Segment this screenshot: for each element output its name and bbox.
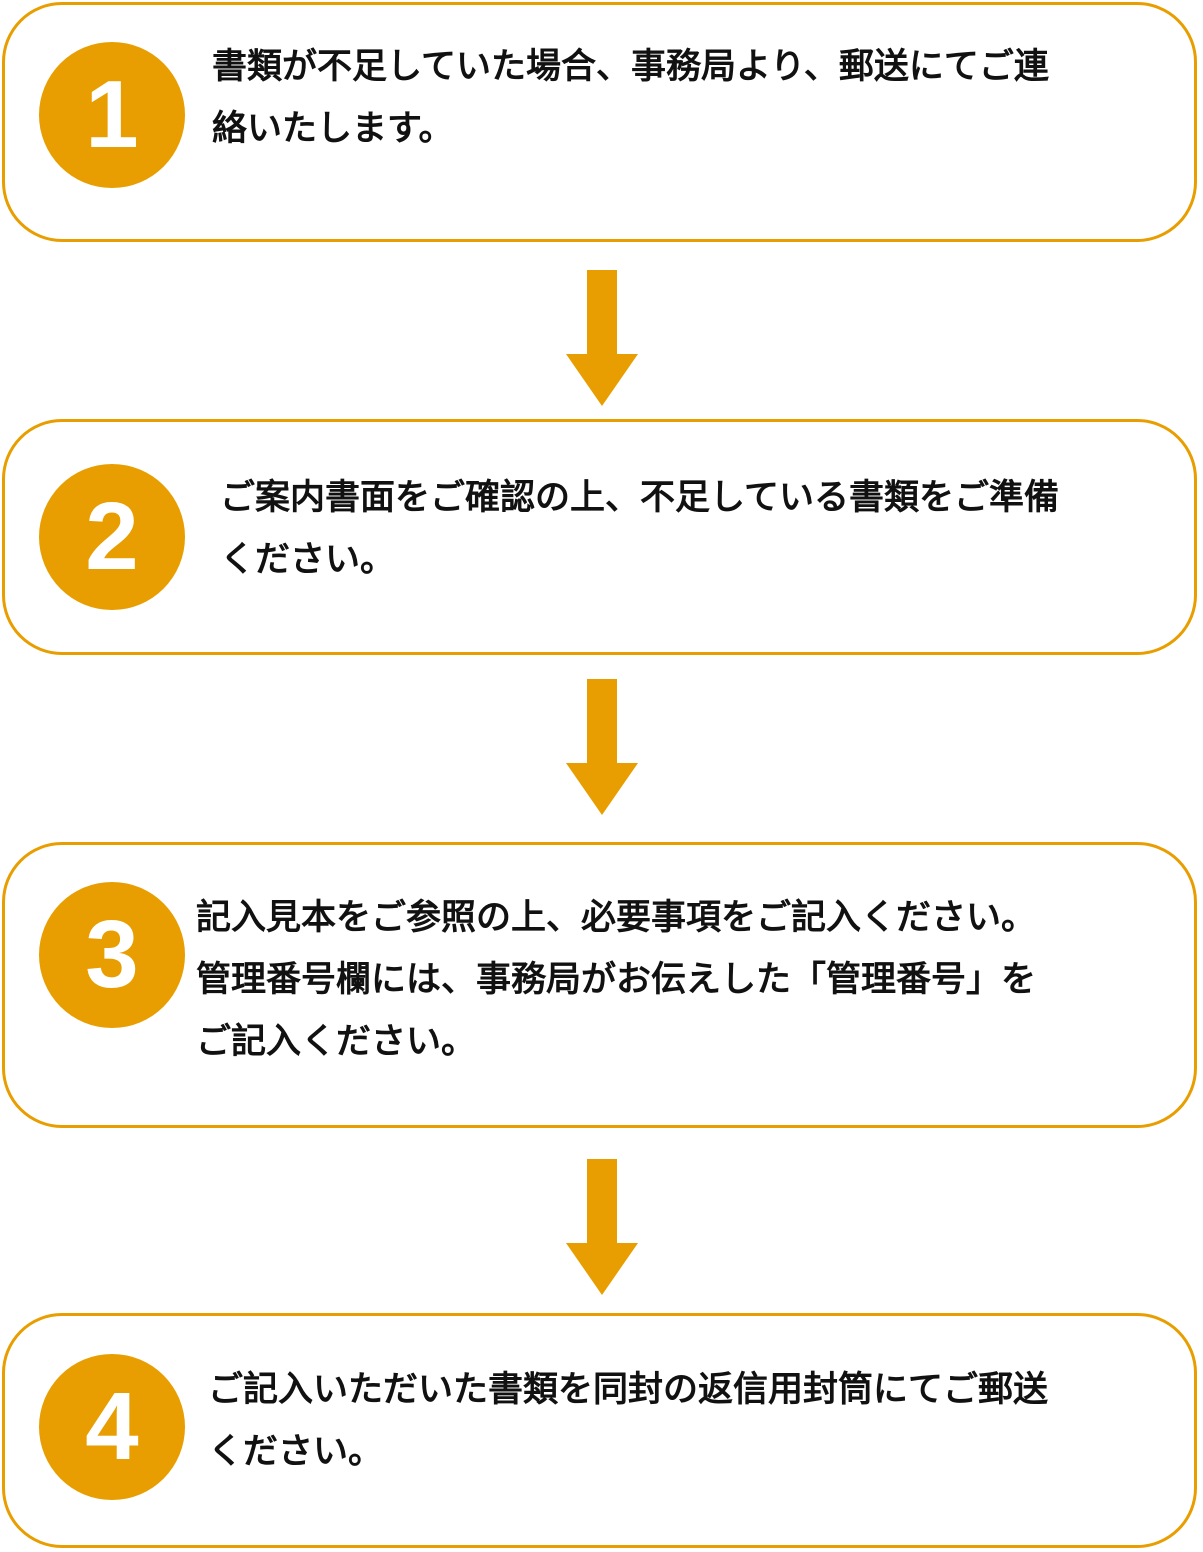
step-text-line: 管理番号欄には、事務局がお伝えした「管理番号」を — [196, 960, 1037, 1000]
arrow-down-icon — [566, 270, 638, 406]
step-text: 記入見本をご参照の上、必要事項をご記入ください。 管理番号欄には、事務局がお伝え… — [196, 887, 1036, 1073]
step-text-line: 書類が不足していた場合、事務局より、郵送にてご連 — [212, 47, 1049, 87]
arrow-down-icon — [566, 1159, 638, 1295]
step-3-box: 3 記入見本をご参照の上、必要事項をご記入ください。 管理番号欄には、事務局がお… — [2, 842, 1197, 1128]
step-text-line: ご記入いただいた書類を同封の返信用封筒にてご郵送 — [208, 1370, 1049, 1410]
step-text-line: ください。 — [220, 540, 396, 580]
step-text: ご記入いただいた書類を同封の返信用封筒にてご郵送 ください。 — [208, 1359, 1048, 1483]
step-number-badge: 4 — [39, 1354, 185, 1500]
step-text-line: ください。 — [208, 1432, 384, 1472]
step-text-line: 記入見本をご参照の上、必要事項をご記入ください。 — [196, 898, 1037, 938]
step-1-box: 1 書類が不足していた場合、事務局より、郵送にてご連 絡いたします。 — [2, 2, 1197, 242]
step-number-badge: 3 — [39, 882, 185, 1028]
arrow-down-icon — [566, 679, 638, 815]
step-text-line: ご記入ください。 — [196, 1022, 477, 1062]
step-text: ご案内書面をご確認の上、不足している書類をご準備 ください。 — [220, 467, 1059, 591]
step-number-badge: 1 — [39, 42, 185, 188]
step-2-box: 2 ご案内書面をご確認の上、不足している書類をご準備 ください。 — [2, 419, 1197, 655]
step-text: 書類が不足していた場合、事務局より、郵送にてご連 絡いたします。 — [212, 36, 1049, 160]
step-text-line: 絡いたします。 — [212, 109, 454, 149]
step-number-badge: 2 — [39, 464, 185, 610]
step-4-box: 4 ご記入いただいた書類を同封の返信用封筒にてご郵送 ください。 — [2, 1313, 1197, 1548]
step-text-line: ご案内書面をご確認の上、不足している書類をご準備 — [220, 478, 1059, 518]
